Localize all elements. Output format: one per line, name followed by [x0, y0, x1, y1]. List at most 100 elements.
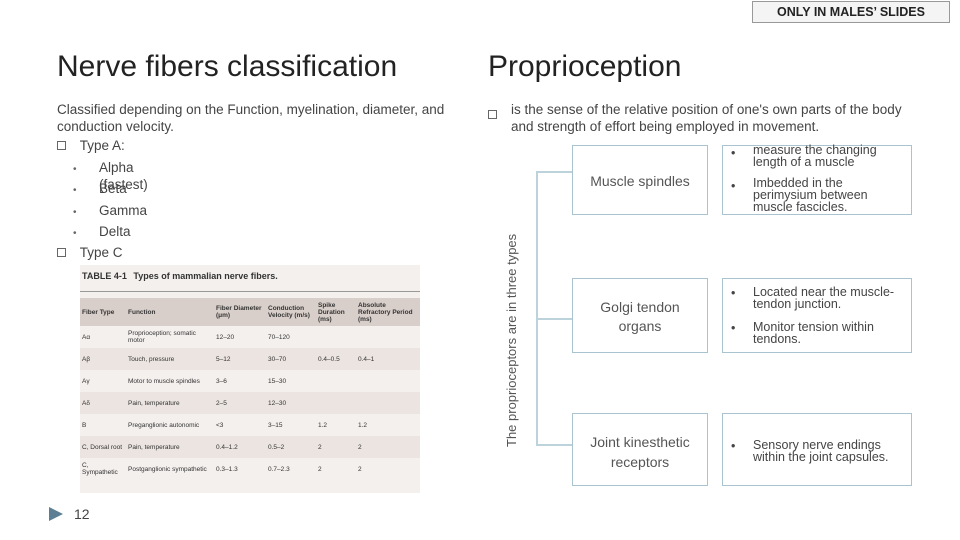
table-header: Spike Duration (ms)	[318, 301, 345, 323]
table-cell: 3–6	[216, 377, 227, 385]
detail-point: Imbedded in the perimysium between muscl…	[753, 176, 868, 214]
table-header: Absolute Refractory Period (ms)	[358, 301, 413, 323]
type-box-golgi-tendon-organs: Golgi tendon organs	[572, 278, 708, 353]
table-cell: 0.4–0.5	[318, 355, 340, 363]
table-cell: 0.5–2	[268, 443, 285, 451]
table-cell: 0.4–1	[358, 355, 375, 363]
table-cell: 0.3–1.3	[216, 465, 238, 473]
dot-bullet-icon: •	[73, 228, 77, 239]
table-caption: TABLE 4-1 Types of mammalian nerve fiber…	[80, 265, 420, 292]
table-cell: Aδ	[82, 399, 90, 407]
males-only-badge: ONLY IN MALES’ SLIDES	[752, 1, 950, 23]
table-cell: Preganglionic autonomic	[128, 421, 200, 429]
detail-box-muscle-spindles: • measure the changing length of a muscl…	[722, 143, 912, 215]
dot-bullet-icon: •	[73, 207, 77, 218]
table-header: Fiber Type	[82, 308, 115, 316]
subtype-label: Alpha (fastest)	[99, 160, 148, 192]
table-cell: 1.2	[318, 421, 328, 429]
table-cell: Aβ	[82, 355, 91, 363]
table-row: Aα Proprioception; somatic motor 12–20 70–1…	[80, 326, 420, 348]
table-cell: 2	[318, 465, 322, 473]
dot-bullet-icon: •	[73, 164, 77, 175]
type-c-label: Type C	[79, 245, 123, 260]
table-caption-text: Types of mammalian nerve fibers.	[133, 271, 278, 281]
detail-point: Sensory nerve endings within the joint c…	[753, 438, 889, 464]
type-a-item: Type A:	[57, 137, 125, 154]
table-cell: Touch, pressure	[128, 355, 175, 363]
table-cell: <3	[216, 421, 224, 429]
type-box-muscle-spindles: Muscle spindles	[572, 145, 708, 215]
detail-point: Monitor tension within tendons.	[753, 320, 874, 346]
table-cell: 2	[358, 465, 362, 473]
table-cell: Pain, temperature	[128, 399, 180, 407]
table-cell: Proprioception; somatic motor	[128, 330, 196, 344]
square-bullet-icon	[488, 106, 497, 124]
table-cell	[316, 370, 356, 392]
dot-bullet-icon: •	[731, 146, 736, 160]
table-cell: Pain, temperature	[128, 443, 180, 451]
table-cell: 3–15	[268, 421, 283, 429]
dot-bullet-icon: •	[73, 185, 77, 196]
dot-bullet-icon: •	[731, 286, 736, 300]
subtype-label: Delta	[99, 224, 131, 239]
table-cell: Postganglionic sympathetic	[128, 465, 207, 473]
subtype-item: • Delta	[73, 223, 131, 242]
table-cell: 30–70	[268, 355, 287, 363]
table-cell: B	[82, 421, 87, 429]
table-cell: 12–30	[268, 399, 287, 407]
subtype-label: Gamma	[99, 203, 148, 218]
table-cell: 0.4–1.2	[216, 443, 238, 451]
dot-bullet-icon: •	[731, 179, 736, 193]
type-name: Golgi tendon organs	[600, 299, 680, 334]
table-cell: 1.2	[358, 421, 368, 429]
table-cell	[316, 392, 356, 414]
classification-intro: Classified depending on the Function, my…	[57, 102, 445, 134]
diagram-connector	[536, 171, 572, 173]
right-title: Proprioception	[488, 50, 682, 83]
table-cell: 15–30	[268, 377, 287, 385]
play-arrow-icon	[47, 505, 65, 528]
table-grid: Fiber Type Function Fiber Diameter (μm) …	[80, 298, 420, 480]
type-c-item: Type C	[57, 244, 123, 261]
table-cell	[356, 392, 420, 414]
table-header: Fiber Diameter (μm)	[216, 305, 262, 319]
table-cell: C, Dorsal root	[82, 443, 123, 451]
table-cell	[356, 326, 420, 348]
type-name: Muscle spindles	[590, 173, 690, 189]
table-cell: 5–12	[216, 355, 231, 363]
table-header: Conduction Velocity (m/s)	[268, 305, 310, 319]
type-name: Joint kinesthetic receptors	[590, 434, 690, 470]
type-a-label: Type A:	[79, 138, 125, 153]
table-header: Function	[128, 308, 156, 316]
table-cell: C, Sympathetic	[82, 462, 118, 476]
detail-point: measure the changing length of a muscle	[753, 143, 877, 169]
proprioception-definition: is the sense of the relative position of…	[511, 102, 902, 134]
subtype-item: • Alpha (fastest)	[73, 159, 148, 192]
subtype-item: • Beta	[73, 180, 127, 199]
table-cell: 2	[318, 443, 322, 451]
table-cell	[316, 326, 356, 348]
table-cell: Aα	[82, 333, 91, 341]
table-cell: Motor to muscle spindles	[128, 377, 200, 385]
table-cell: 2	[358, 443, 362, 451]
table-header-row: Fiber Type Function Fiber Diameter (μm) …	[80, 298, 420, 326]
detail-box-golgi-tendon-organs: • Located near the muscle-tendon junctio…	[722, 278, 912, 353]
type-box-joint-kinesthetic-receptors: Joint kinesthetic receptors	[572, 413, 708, 486]
subtype-label: Beta	[99, 181, 127, 196]
table-row: C, Dorsal root Pain, temperature 0.4–1.2 0.…	[80, 436, 420, 458]
vertical-label: The proprioceptors are in three types	[504, 233, 519, 447]
diagram-connector	[536, 444, 572, 446]
page-number: 12	[74, 506, 90, 522]
table-cell: 70–120	[268, 333, 290, 341]
table-row: B Preganglionic autonomic <3 3–15 1.2 1.2	[80, 414, 420, 436]
subtype-item: • Gamma	[73, 202, 147, 221]
dot-bullet-icon: •	[731, 321, 736, 335]
table-cell: 12–20	[216, 333, 235, 341]
table-row: C, Sympathetic Postganglionic sympathetic…	[80, 458, 420, 480]
table-cell	[356, 370, 420, 392]
diagram-vertical-line	[536, 171, 538, 445]
detail-point: Located near the muscle-tendon junction.	[753, 285, 895, 311]
detail-box-joint-kinesthetic-receptors: • Sensory nerve endings within the joint…	[722, 413, 912, 486]
table-row: Aβ Touch, pressure 5–12 30–70 0.4–0.5 0.4–1	[80, 348, 420, 370]
